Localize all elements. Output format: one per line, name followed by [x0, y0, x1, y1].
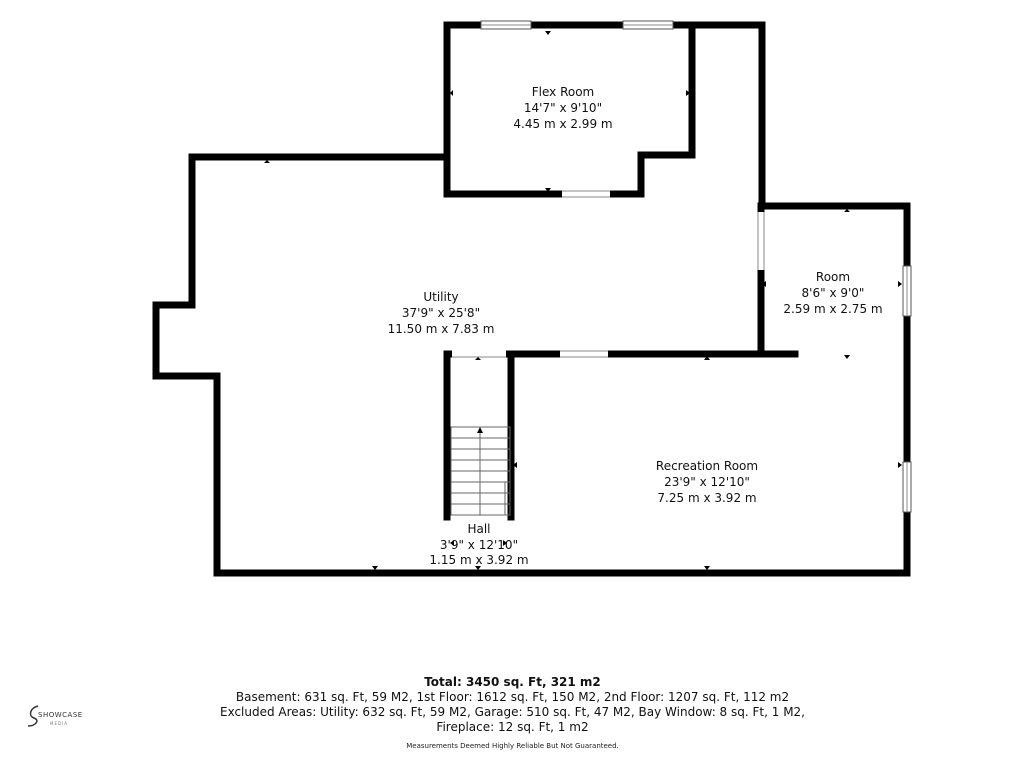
- logo-subtext: MEDIA: [50, 721, 68, 726]
- hall-name: Hall: [467, 522, 490, 536]
- showcase-logo-icon: [27, 705, 39, 727]
- stair-arrow-icon: [477, 427, 483, 433]
- excluded-areas: Excluded Areas: Utility: 632 sq. Ft, 59 …: [219, 705, 805, 719]
- room-metric: 2.59 m x 2.75 m: [783, 302, 882, 316]
- hall-imperial: 3'9" x 12'10": [440, 538, 518, 552]
- utility-name: Utility: [423, 290, 458, 304]
- room-imperial: 8'6" x 9'0": [802, 286, 865, 300]
- logo-text: SHOWCASE: [38, 711, 83, 719]
- utility-imperial: 37'9" x 25'8": [402, 306, 480, 320]
- area-summary: Total: 3450 sq. Ft, 321 m2 Basement: 631…: [0, 675, 1025, 735]
- recreation-room-metric: 7.25 m x 3.92 m: [657, 491, 756, 505]
- hall-label: Hall 3'9" x 12'10" 1.15 m x 3.92 m: [429, 522, 528, 567]
- recreation-room-label: Recreation Room 23'9" x 12'10" 7.25 m x …: [656, 459, 758, 505]
- dimension-markers: [159, 31, 902, 570]
- excluded-areas-cont: Fireplace: 12 sq. Ft, 1 m2: [436, 720, 589, 734]
- flex-room-imperial: 14'7" x 9'10": [524, 101, 602, 115]
- flex-room-wall: [443, 21, 696, 198]
- floor-areas: Basement: 631 sq. Ft, 59 M2, 1st Floor: …: [235, 690, 790, 704]
- room-label: Room 8'6" x 9'0" 2.59 m x 2.75 m: [783, 270, 882, 316]
- flex-room-metric: 4.45 m x 2.99 m: [513, 117, 612, 131]
- staircase: [450, 426, 511, 516]
- disclaimer: Measurements Deemed Highly Reliable But …: [406, 742, 619, 750]
- hall-metric: 1.15 m x 3.92 m: [429, 553, 528, 567]
- flex-room-name: Flex Room: [532, 85, 595, 99]
- outer-wall: [152, 21, 911, 577]
- utility-metric: 11.50 m x 7.83 m: [388, 322, 495, 336]
- room-name: Room: [816, 270, 850, 284]
- utility-label: Utility 37'9" x 25'8" 11.50 m x 7.83 m: [388, 290, 495, 336]
- recreation-room-name: Recreation Room: [656, 459, 758, 473]
- flex-room-label: Flex Room 14'7" x 9'10" 4.45 m x 2.99 m: [513, 85, 612, 131]
- recreation-room-imperial: 23'9" x 12'10": [664, 475, 750, 489]
- total-area: Total: 3450 sq. Ft, 321 m2: [424, 675, 601, 689]
